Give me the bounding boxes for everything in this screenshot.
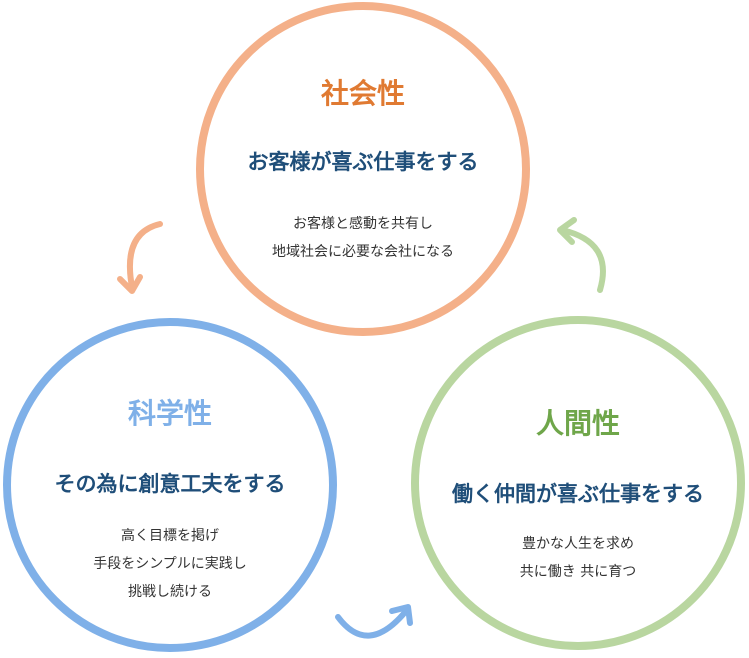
social-headline: お客様が喜ぶ仕事をする: [247, 150, 479, 174]
science-line-1: 高く目標を掲げ: [121, 528, 219, 544]
human-circle: 人間性 働く仲間が喜ぶ仕事をする 豊かな人生を求め 共に働き 共に育つ: [411, 316, 745, 650]
social-description: お客様と感動を共有し 地域社会に必要な会社になる: [204, 210, 522, 266]
social-circle: 社会性 お客様が喜ぶ仕事をする お客様と感動を共有し 地域社会に必要な会社になる: [196, 2, 530, 336]
social-line-2: 地域社会に必要な会社になる: [272, 244, 454, 260]
human-line-1: 豊かな人生を求め: [522, 536, 634, 552]
science-title: 科学性: [127, 397, 212, 430]
science-line-3: 挑戦し続ける: [128, 584, 212, 600]
science-circle: 科学性 その為に創意工夫をする 高く目標を掲げ 手段をシンプルに実践し 挑戦し続…: [3, 318, 337, 652]
social-line-1: お客様と感動を共有し: [293, 216, 433, 232]
human-description: 豊かな人生を求め 共に働き 共に育つ: [419, 530, 737, 586]
arrow-human-to-social: [557, 217, 606, 293]
science-description: 高く目標を掲げ 手段をシンプルに実践し 挑戦し続ける: [11, 522, 329, 606]
human-headline: 働く仲間が喜ぶ仕事をする: [452, 482, 704, 506]
human-line-2: 共に働き 共に育つ: [519, 564, 637, 580]
science-line-2: 手段をシンプルに実践し: [93, 556, 247, 572]
science-headline: その為に創意工夫をする: [54, 472, 286, 496]
social-title: 社会性: [320, 77, 405, 110]
arrow-social-to-science: [117, 221, 163, 294]
arrow-science-to-human: [335, 604, 413, 639]
human-title: 人間性: [535, 407, 620, 440]
